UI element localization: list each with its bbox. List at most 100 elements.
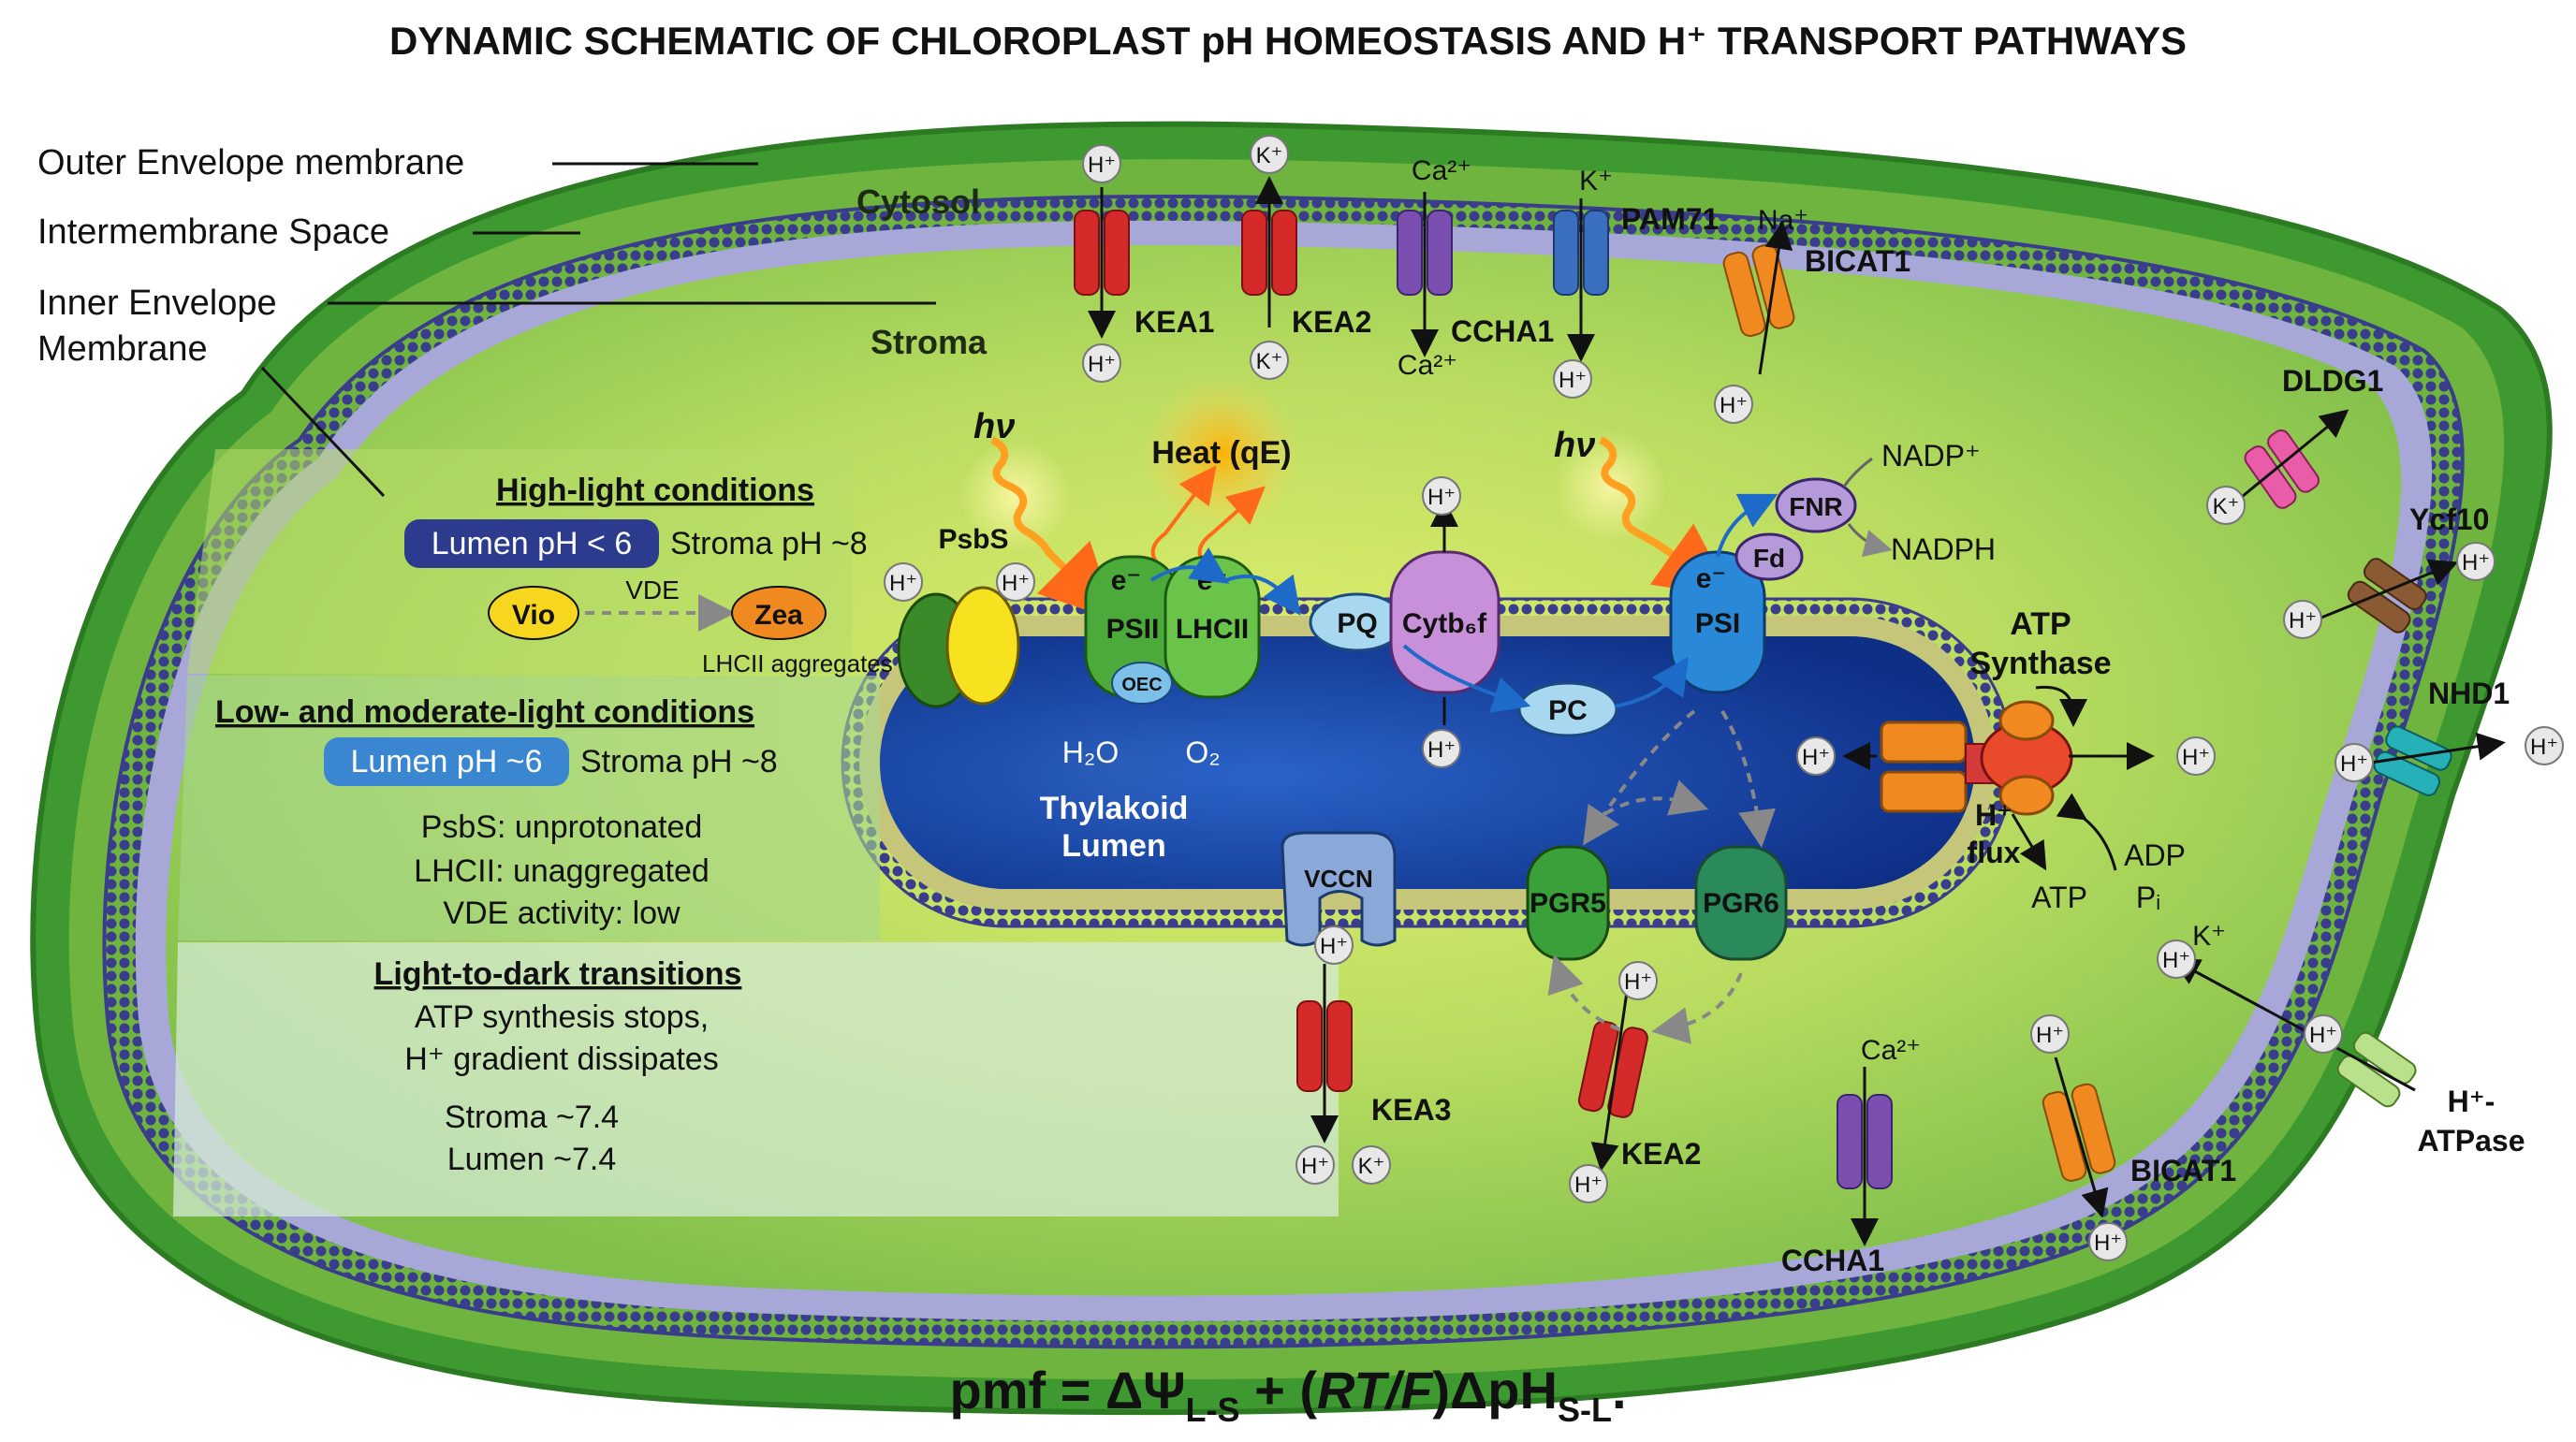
proton-ion-label: H⁺ [889, 571, 917, 596]
proton-ion-bubble [2176, 736, 2216, 776]
h-atpase-label-1: H⁺- [2448, 1085, 2496, 1118]
label-inner-envelope-2: Membrane [37, 329, 208, 369]
proton-ion-bubble [1796, 736, 1836, 776]
proton-ion-bubble [2157, 939, 2196, 979]
eq-sub2: S-L [1558, 1391, 1612, 1429]
lhcii-label: LHCII [1176, 614, 1249, 645]
proton-ion-label: H⁺ [2094, 1231, 2122, 1256]
dark-line4: Lumen ~7.4 [447, 1142, 617, 1177]
hv-right: hν [1554, 426, 1595, 465]
potassium-ion-label: K⁺ [1256, 349, 1283, 374]
lumen-ph-high-badge [404, 519, 659, 568]
label-outer-envelope: Outer Envelope membrane [37, 143, 464, 182]
ccha1-bottom-transporter [1837, 1067, 1893, 1246]
pi-label: Pᵢ [2136, 881, 2160, 914]
vio-label: Vio [512, 600, 555, 631]
label-stroma: Stroma [871, 323, 988, 361]
atp-synthase [1880, 700, 2073, 816]
kea2-top-label: KEA2 [1292, 305, 1371, 339]
proton-ion-bubble [1569, 1164, 1608, 1203]
light-wave-left [990, 436, 1117, 620]
diagram-title: DYNAMIC SCHEMATIC OF CHLOROPLAST pH HOME… [389, 19, 2187, 63]
proton-ion-label: H⁺ [1320, 934, 1348, 959]
proton-ion-bubble [2283, 600, 2322, 639]
low-light-line1: PsbS: unprotonated [421, 809, 703, 845]
proton-ion-bubble [1314, 925, 1354, 965]
ccha1-bottom-label: CCHA1 [1781, 1244, 1884, 1277]
zea-pigment [731, 586, 827, 640]
proton-ion-label: H⁺ [1802, 745, 1830, 770]
proton-ion-label: H⁺ [2289, 608, 2317, 634]
adp-label: ADP [2124, 838, 2186, 872]
h-atpase-transporter [2336, 1031, 2417, 1108]
dark-line1: ATP synthesis stops, [415, 999, 709, 1035]
fd-label: Fd [1753, 544, 1785, 573]
dark-panel [173, 942, 1339, 1216]
dark-line2: H⁺ gradient dissipates [404, 1041, 718, 1077]
potassium-ion-bubble [1250, 341, 1289, 380]
proton-ion-label: H⁺ [1301, 1154, 1329, 1179]
h-flux-label-2: flux [1968, 836, 2021, 869]
proton-ion-bubble [2304, 1014, 2343, 1054]
proton-ion-bubble [1618, 961, 1658, 1000]
proton-ion-label: H⁺ [2462, 550, 2490, 575]
atp-synthase-label-2: Synthase [1969, 646, 2111, 681]
ca-ion-label: Ca²⁺ [1412, 155, 1471, 186]
psbs-complex [897, 586, 1020, 708]
bicat1-bottom-label: BICAT1 [2130, 1154, 2236, 1187]
low-light-heading: Low- and moderate-light conditions [215, 694, 754, 730]
ccha1-top-label: CCHA1 [1451, 314, 1554, 348]
fd-carrier [1734, 532, 1804, 581]
eq-part2: + ( [1240, 1361, 1318, 1420]
proton-ion-label: H⁺ [2530, 735, 2558, 760]
h2o-label: H₂O [1062, 736, 1119, 769]
proton-ion-bubble [1422, 476, 1461, 516]
dark-heading: Light-to-dark transitions [374, 956, 742, 992]
proton-ion-bubble [2334, 743, 2374, 782]
k-ion-label: K⁺ [2192, 921, 2226, 952]
atp-synthase-label-1: ATP [2010, 606, 2071, 642]
kea2-bottom-label: KEA2 [1621, 1137, 1701, 1171]
cytb6f-label: Cytb₆f [1402, 608, 1487, 639]
proton-ion-bubble [996, 562, 1035, 602]
stroma-ph-low: Stroma pH ~8 [580, 744, 778, 779]
proton-ion-label: H⁺ [1720, 393, 1748, 418]
pgr6-label: PGR6 [1703, 888, 1779, 919]
psi-electron: e⁻ [1696, 563, 1727, 594]
eq-sub1: L-S [1186, 1391, 1240, 1429]
kea3-label: KEA3 [1371, 1093, 1451, 1127]
lumen-ph-low-badge [324, 737, 569, 786]
low-light-line3: VDE activity: low [443, 896, 681, 931]
h-atpase-label-2: ATPase [2417, 1124, 2525, 1158]
proton-ion-bubble [1295, 1145, 1335, 1185]
light-wave-right [1599, 436, 1734, 598]
proton-ion-label: H⁺ [2182, 745, 2210, 770]
heat-label: Heat (qE) [1151, 435, 1291, 471]
proton-ion-bubble [1422, 729, 1461, 768]
psi-label: PSI [1695, 608, 1740, 639]
proton-ion-bubble [884, 562, 923, 602]
nhd1-label: NHD1 [2428, 677, 2510, 710]
pc-label: PC [1548, 695, 1588, 726]
oec-complex [1111, 662, 1173, 705]
potassium-ion-bubble [1352, 1145, 1391, 1185]
potassium-ion-label: K⁺ [1358, 1154, 1385, 1179]
ycf10-transporter [2347, 558, 2427, 634]
psii-electron: e⁻ [1111, 565, 1142, 596]
ycf10-label: Ycf10 [2409, 503, 2489, 536]
vde-label: VDE [625, 575, 680, 604]
lumen-ph-high: Lumen pH < 6 [432, 526, 633, 561]
kea2-top-transporter [1241, 176, 1297, 328]
zea-label: Zea [754, 600, 803, 631]
proton-ion-label: H⁺ [2036, 1023, 2064, 1048]
eq-part1: pmf = ΔΨ [949, 1361, 1185, 1420]
potassium-ion-label: K⁺ [2213, 494, 2240, 519]
proton-ion-bubble [2525, 726, 2564, 765]
label-lumen-1: Thylakoid [1040, 791, 1189, 826]
kea2-bottom-transporter [1577, 1020, 1648, 1118]
o2-label: O₂ [1185, 736, 1220, 769]
pam71-transporter [1553, 198, 1609, 362]
svg-text:pmf = ΔΨL-S + (RT/F)ΔpHS-L.: pmf = ΔΨL-S + (RT/F)ΔpHS-L. [949, 1361, 1626, 1429]
label-intermembrane: Intermembrane Space [37, 212, 389, 252]
